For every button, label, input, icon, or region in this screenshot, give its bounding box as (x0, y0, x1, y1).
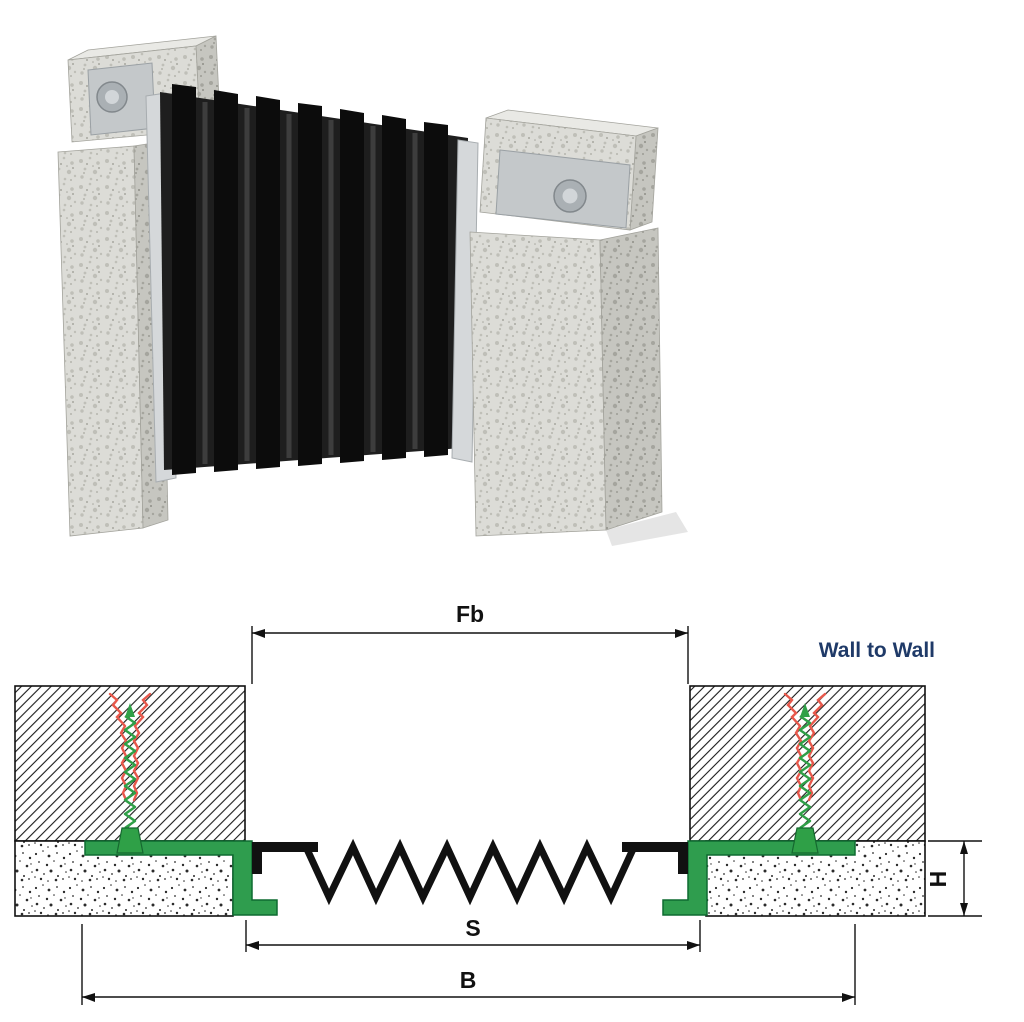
arrowhead (82, 993, 95, 1002)
right-block-shadow (606, 512, 688, 546)
membrane-zigzag (302, 838, 638, 906)
dim-label-h: H (925, 871, 951, 888)
dim-label-b: B (460, 967, 477, 993)
right-aluminium-rail (451, 139, 479, 463)
membrane-right-flange (622, 842, 688, 874)
right-block-column-side (599, 227, 663, 531)
bellows-fin (172, 84, 196, 475)
bellows-fin (214, 90, 238, 472)
dimension-b (81, 924, 856, 1005)
right-concrete-block (469, 109, 688, 546)
arrowhead (842, 993, 855, 1002)
arrowhead (960, 841, 968, 854)
arrowhead (252, 629, 265, 638)
dim-label-s: S (465, 915, 480, 941)
arrowhead (960, 903, 968, 916)
arrowhead (687, 941, 700, 950)
membrane-left-flange (252, 842, 318, 874)
technical-drawing: Fb Wall to Wall S B H (14, 601, 982, 1005)
left-block-bolt-center (105, 90, 119, 104)
bellows-fin (340, 109, 364, 463)
bellows-fin (424, 122, 448, 457)
left-block-column-front (57, 145, 144, 537)
product-photo (57, 35, 688, 546)
right-block-column-front (469, 231, 607, 537)
membrane (252, 838, 688, 906)
right-block-bolt-center (562, 188, 578, 204)
bellows-fin (256, 96, 280, 469)
bellows (160, 84, 468, 475)
dimension-h (928, 840, 982, 917)
dim-label-fb: Fb (456, 601, 484, 627)
dimension-s (245, 920, 701, 952)
dimension-fb (251, 626, 689, 684)
arrowhead (246, 941, 259, 950)
bellows-fins (172, 84, 448, 475)
bellows-fin (298, 103, 322, 466)
arrowhead (675, 629, 688, 638)
bellows-fin (382, 115, 406, 460)
caption-wall-to-wall: Wall to Wall (819, 639, 935, 662)
